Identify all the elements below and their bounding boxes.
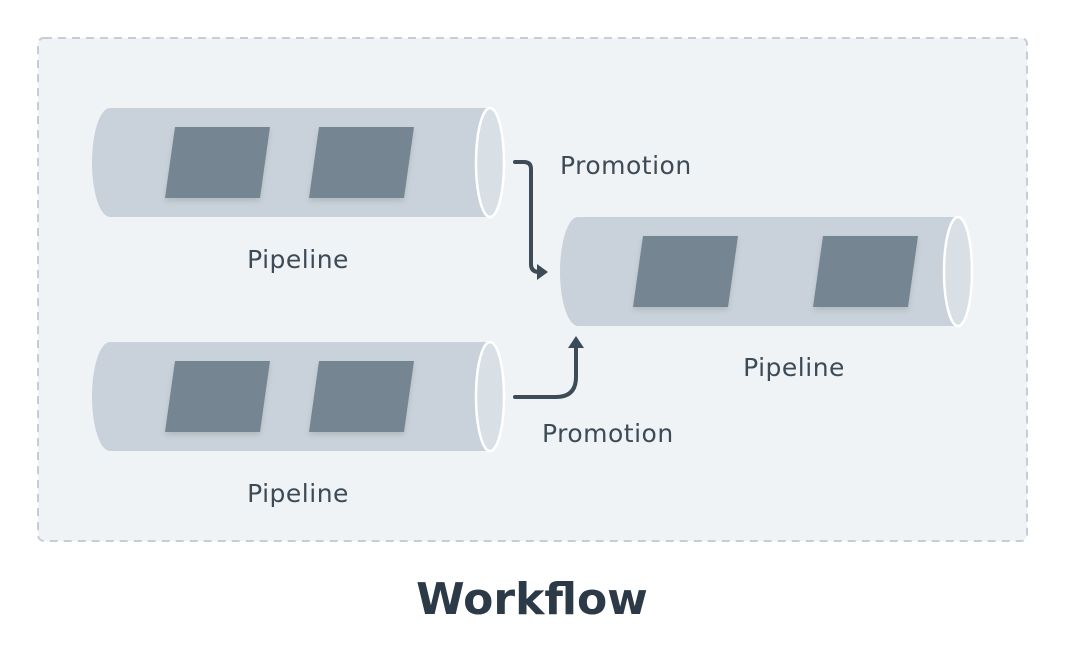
promotion-arrow-1-line (513, 160, 543, 274)
promotion-2-label: Promotion (542, 419, 674, 448)
pipeline-1-body (92, 108, 490, 217)
pipeline-3-block-2 (813, 236, 918, 307)
pipeline-1-block-2 (309, 127, 414, 198)
diagram-title: Workflow (416, 574, 648, 625)
pipeline-1-block-1 (165, 127, 270, 198)
promotion-arrow-1-head (537, 264, 548, 280)
pipeline-3-label: Pipeline (743, 353, 845, 382)
pipeline-1 (92, 106, 506, 219)
pipeline-2-end (474, 340, 506, 453)
pipeline-2-block-1 (165, 361, 270, 432)
promotion-arrow-2-line (513, 344, 578, 399)
promotion-arrow-1 (513, 160, 548, 280)
promotion-arrow-2 (513, 336, 584, 399)
pipeline-2-block-2 (309, 361, 414, 432)
pipeline-3 (560, 215, 974, 328)
pipeline-3-block-1 (633, 236, 738, 307)
pipeline-3-end (942, 215, 974, 328)
pipeline-1-end (474, 106, 506, 219)
pipeline-2 (92, 340, 506, 453)
promotion-1-label: Promotion (560, 151, 692, 180)
pipeline-1-label: Pipeline (247, 245, 349, 274)
pipeline-2-body (92, 342, 490, 451)
pipeline-2-label: Pipeline (247, 479, 349, 508)
promotion-arrow-2-head (568, 336, 584, 348)
